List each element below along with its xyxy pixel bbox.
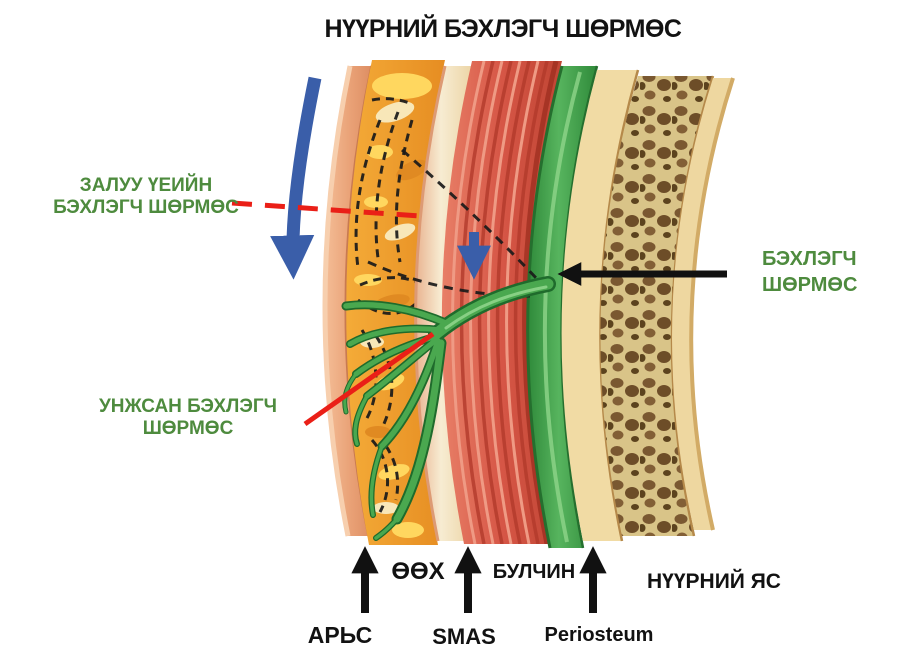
label-periosteum: Periosteum [544, 624, 654, 646]
label-retaining-ligament-line1: БЭХЛЭГЧ [762, 248, 857, 270]
label-smas: SMAS [432, 624, 496, 649]
bone-cortex-right [672, 78, 733, 530]
label-hanging-ligament: УНЖСАН БЭХЛЭГЧ ШӨРМӨС [78, 396, 298, 440]
label-retaining-ligament-line2: ШӨРМӨС [762, 274, 858, 296]
label-young-ligament-line2: БЭХЛЭГЧ ШӨРМӨС [53, 196, 239, 218]
label-muscle: БУЛЧИН [492, 561, 576, 583]
layer-pointer-arrows [351, 546, 607, 613]
fat-texture [354, 73, 432, 538]
label-fat: ӨӨХ [391, 558, 445, 585]
label-young-ligament-line1: ЗАЛУУ ҮЕИЙН [79, 175, 213, 196]
hanging-ligament-pointer-line [303, 331, 435, 427]
label-retaining-ligament: БЭХЛЭГЧ ШӨРМӨС [762, 246, 882, 298]
label-skin: АРЬС [307, 622, 373, 648]
page-title: НҮҮРНИЙ БЭХЛЭГЧ ШӨРМӨС [324, 15, 682, 43]
label-hanging-ligament-line1: УНЖСАН БЭХЛЭГЧ [98, 396, 278, 417]
descent-arrow-large [270, 76, 322, 280]
layer-bone [561, 69, 735, 542]
label-young-ligament: ЗАЛУУ ҮЕИЙН БЭХЛЭГЧ ШӨРМӨС [38, 175, 254, 219]
label-facial-bone: НҮҮРНИЙ ЯС [647, 570, 781, 593]
label-hanging-ligament-line2: ШӨРМӨС [142, 417, 234, 439]
